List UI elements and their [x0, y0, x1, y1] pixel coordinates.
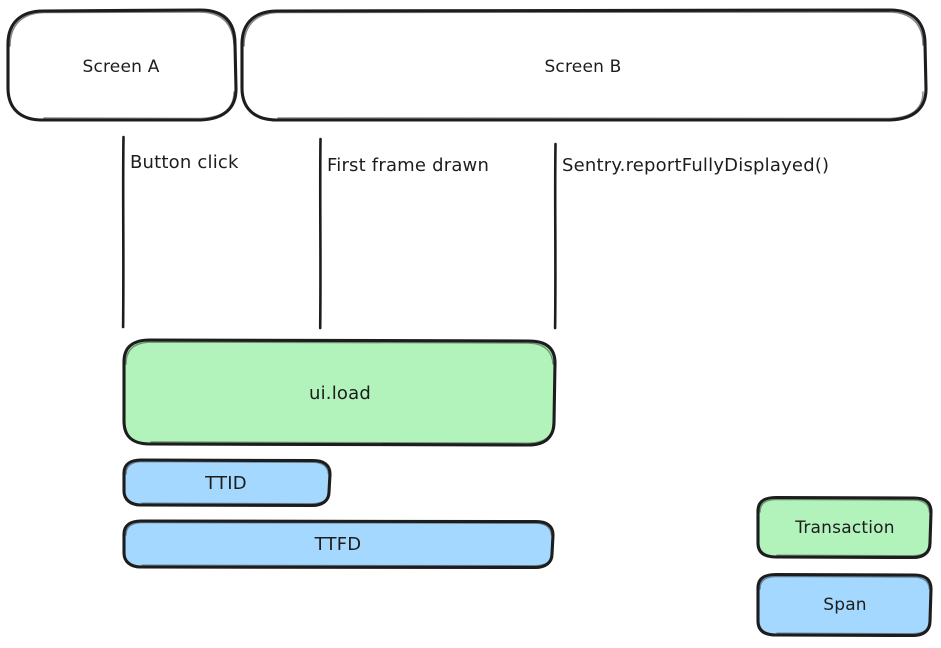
screen-b-label: Screen B [544, 57, 622, 77]
screen-b-box[interactable] [240, 8, 928, 122]
legend-label-transaction: Transaction [795, 518, 895, 538]
legend-label-span: Span [823, 595, 867, 615]
bar-label-ttid: TTID [205, 473, 247, 494]
marker-label-button-click: Button click [130, 152, 239, 173]
bar-ui-load[interactable] [122, 338, 557, 447]
bar-ttfd[interactable] [122, 519, 555, 570]
marker-label-first-frame-drawn: First frame drawn [327, 155, 490, 176]
screen-a-label: Screen A [82, 57, 160, 77]
bar-ttid[interactable] [122, 458, 332, 508]
screen-a-box[interactable] [6, 8, 238, 122]
legend-swatch-span[interactable] [756, 572, 933, 638]
legend-swatch-transaction[interactable] [756, 495, 933, 560]
marker-label-report-fully-displayed: Sentry.reportFullyDisplayed() [562, 155, 830, 176]
bar-label-ui-load: ui.load [308, 383, 372, 404]
bar-label-ttfd: TTFD [314, 534, 362, 555]
